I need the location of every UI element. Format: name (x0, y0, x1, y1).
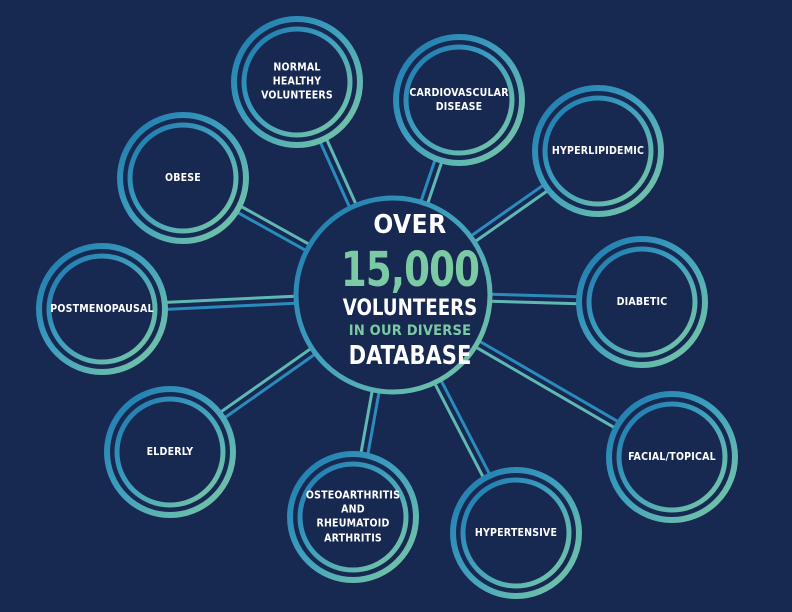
node-postmenopausal (36, 243, 168, 375)
node-label-postmenopausal: POSTMENOPAUSAL (50, 302, 154, 315)
connector-postmenopausal (161, 301, 301, 312)
node-cardiovascular-disease (393, 34, 525, 166)
node-label-hypertensive: HYPERTENSIVE (474, 526, 558, 539)
node-osteoarthritis (287, 451, 419, 583)
node-normal-healthy-volunteers (231, 16, 363, 148)
connector-lines (160, 133, 624, 483)
connector-normal-healthy-volunteers (316, 136, 353, 213)
node-hyperlipidemic (532, 85, 664, 217)
connector-hyperlipidemic (466, 180, 549, 240)
node-inner-ring (586, 246, 698, 358)
connector-hypertensive (437, 375, 494, 480)
node-label-osteoarthritis: OSTEOARTHRITIS AND RHEUMATOID ARTHRITIS (305, 489, 401, 545)
node-inner-ring (46, 253, 158, 365)
center-circle (293, 195, 493, 395)
node-elderly (104, 386, 236, 518)
node-label-facial-topical: FACIAL/TOPICAL (628, 450, 716, 463)
node-hypertensive (450, 467, 582, 599)
node-label-hyperlipidemic: HYPERLIPIDEMIC (551, 144, 645, 157)
connector-hypertensive (431, 378, 488, 483)
node-inner-ring (114, 396, 226, 508)
connector-normal-healthy-volunteers (323, 133, 360, 210)
connector-postmenopausal (160, 294, 301, 305)
node-obese (117, 112, 249, 244)
connector-osteoarthritis (358, 385, 375, 459)
node-label-cardiovascular-disease: CARDIOVASCULAR DISEASE (409, 86, 509, 113)
connector-diabetic (486, 292, 584, 299)
headline-over: OVER (373, 210, 447, 240)
connector-osteoarthritis (365, 386, 382, 460)
node-inner-ring (616, 401, 728, 513)
center-headline: OVER 15,000 VOLUNTEERS IN OUR DIVERSE DA… (310, 212, 510, 369)
node-label-obese: OBESE (165, 171, 201, 184)
connector-hyperlipidemic (470, 186, 553, 246)
connector-elderly (219, 350, 320, 423)
connector-obese (235, 202, 315, 248)
headline-volunteers: VOLUNTEERS (342, 296, 478, 321)
connector-elderly (215, 344, 316, 417)
headline-diverse: IN OUR DIVERSE (348, 323, 472, 339)
node-inner-ring (403, 44, 515, 156)
connector-diabetic (485, 299, 583, 306)
node-inner-ring (241, 26, 353, 138)
headline-number: 15,000 (340, 242, 480, 298)
node-inner-ring (297, 461, 409, 573)
node-inner-ring (542, 95, 654, 207)
node-label-normal-healthy-volunteers: NORMAL HEALTHY VOLUNTEERS (261, 61, 333, 103)
node-inner-ring (460, 477, 572, 589)
node-diabetic (576, 236, 708, 368)
headline-database: DATABASE (348, 340, 472, 371)
node-inner-ring (127, 122, 239, 234)
connector-obese (232, 208, 311, 255)
node-label-diabetic: DIABETIC (616, 295, 668, 308)
node-label-elderly: ELDERLY (146, 445, 194, 458)
center-hub (293, 195, 493, 395)
node-facial-topical (606, 391, 738, 523)
connector-facial-topical (474, 337, 624, 426)
connector-facial-topical (470, 343, 620, 432)
category-nodes (36, 16, 738, 599)
connector-cardiovascular-disease (418, 154, 439, 207)
connector-cardiovascular-disease (424, 156, 445, 209)
